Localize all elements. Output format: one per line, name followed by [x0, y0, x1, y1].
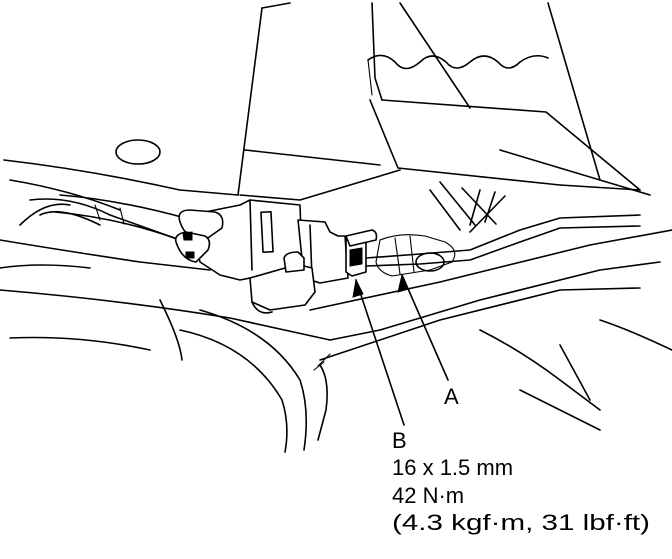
callout-b-torque-alt: (4.3 kgf·m, 31 lbf·ft) [392, 510, 650, 535]
scalloped-bracket [367, 54, 549, 70]
lower-hose [9, 299, 308, 453]
right-bracket [429, 181, 506, 233]
upper-housing [237, 2, 651, 201]
lower-right-contours [479, 319, 672, 431]
brake-pipe [365, 214, 641, 277]
callout-label-b: B [392, 428, 407, 453]
leader-line-b [355, 279, 405, 426]
valve-assembly [174, 199, 378, 314]
callout-b-size: 16 x 1.5 mm [392, 455, 513, 480]
frame-member [0, 229, 672, 441]
callout-label-a: A [444, 384, 459, 409]
leader-arrow-a [397, 273, 409, 293]
leader-line-a [401, 274, 449, 381]
leader-arrow-b [352, 278, 364, 298]
left-hose [54, 194, 186, 241]
body-oval-hole [115, 139, 161, 165]
callout-b-torque: 42 N·m [392, 483, 464, 508]
